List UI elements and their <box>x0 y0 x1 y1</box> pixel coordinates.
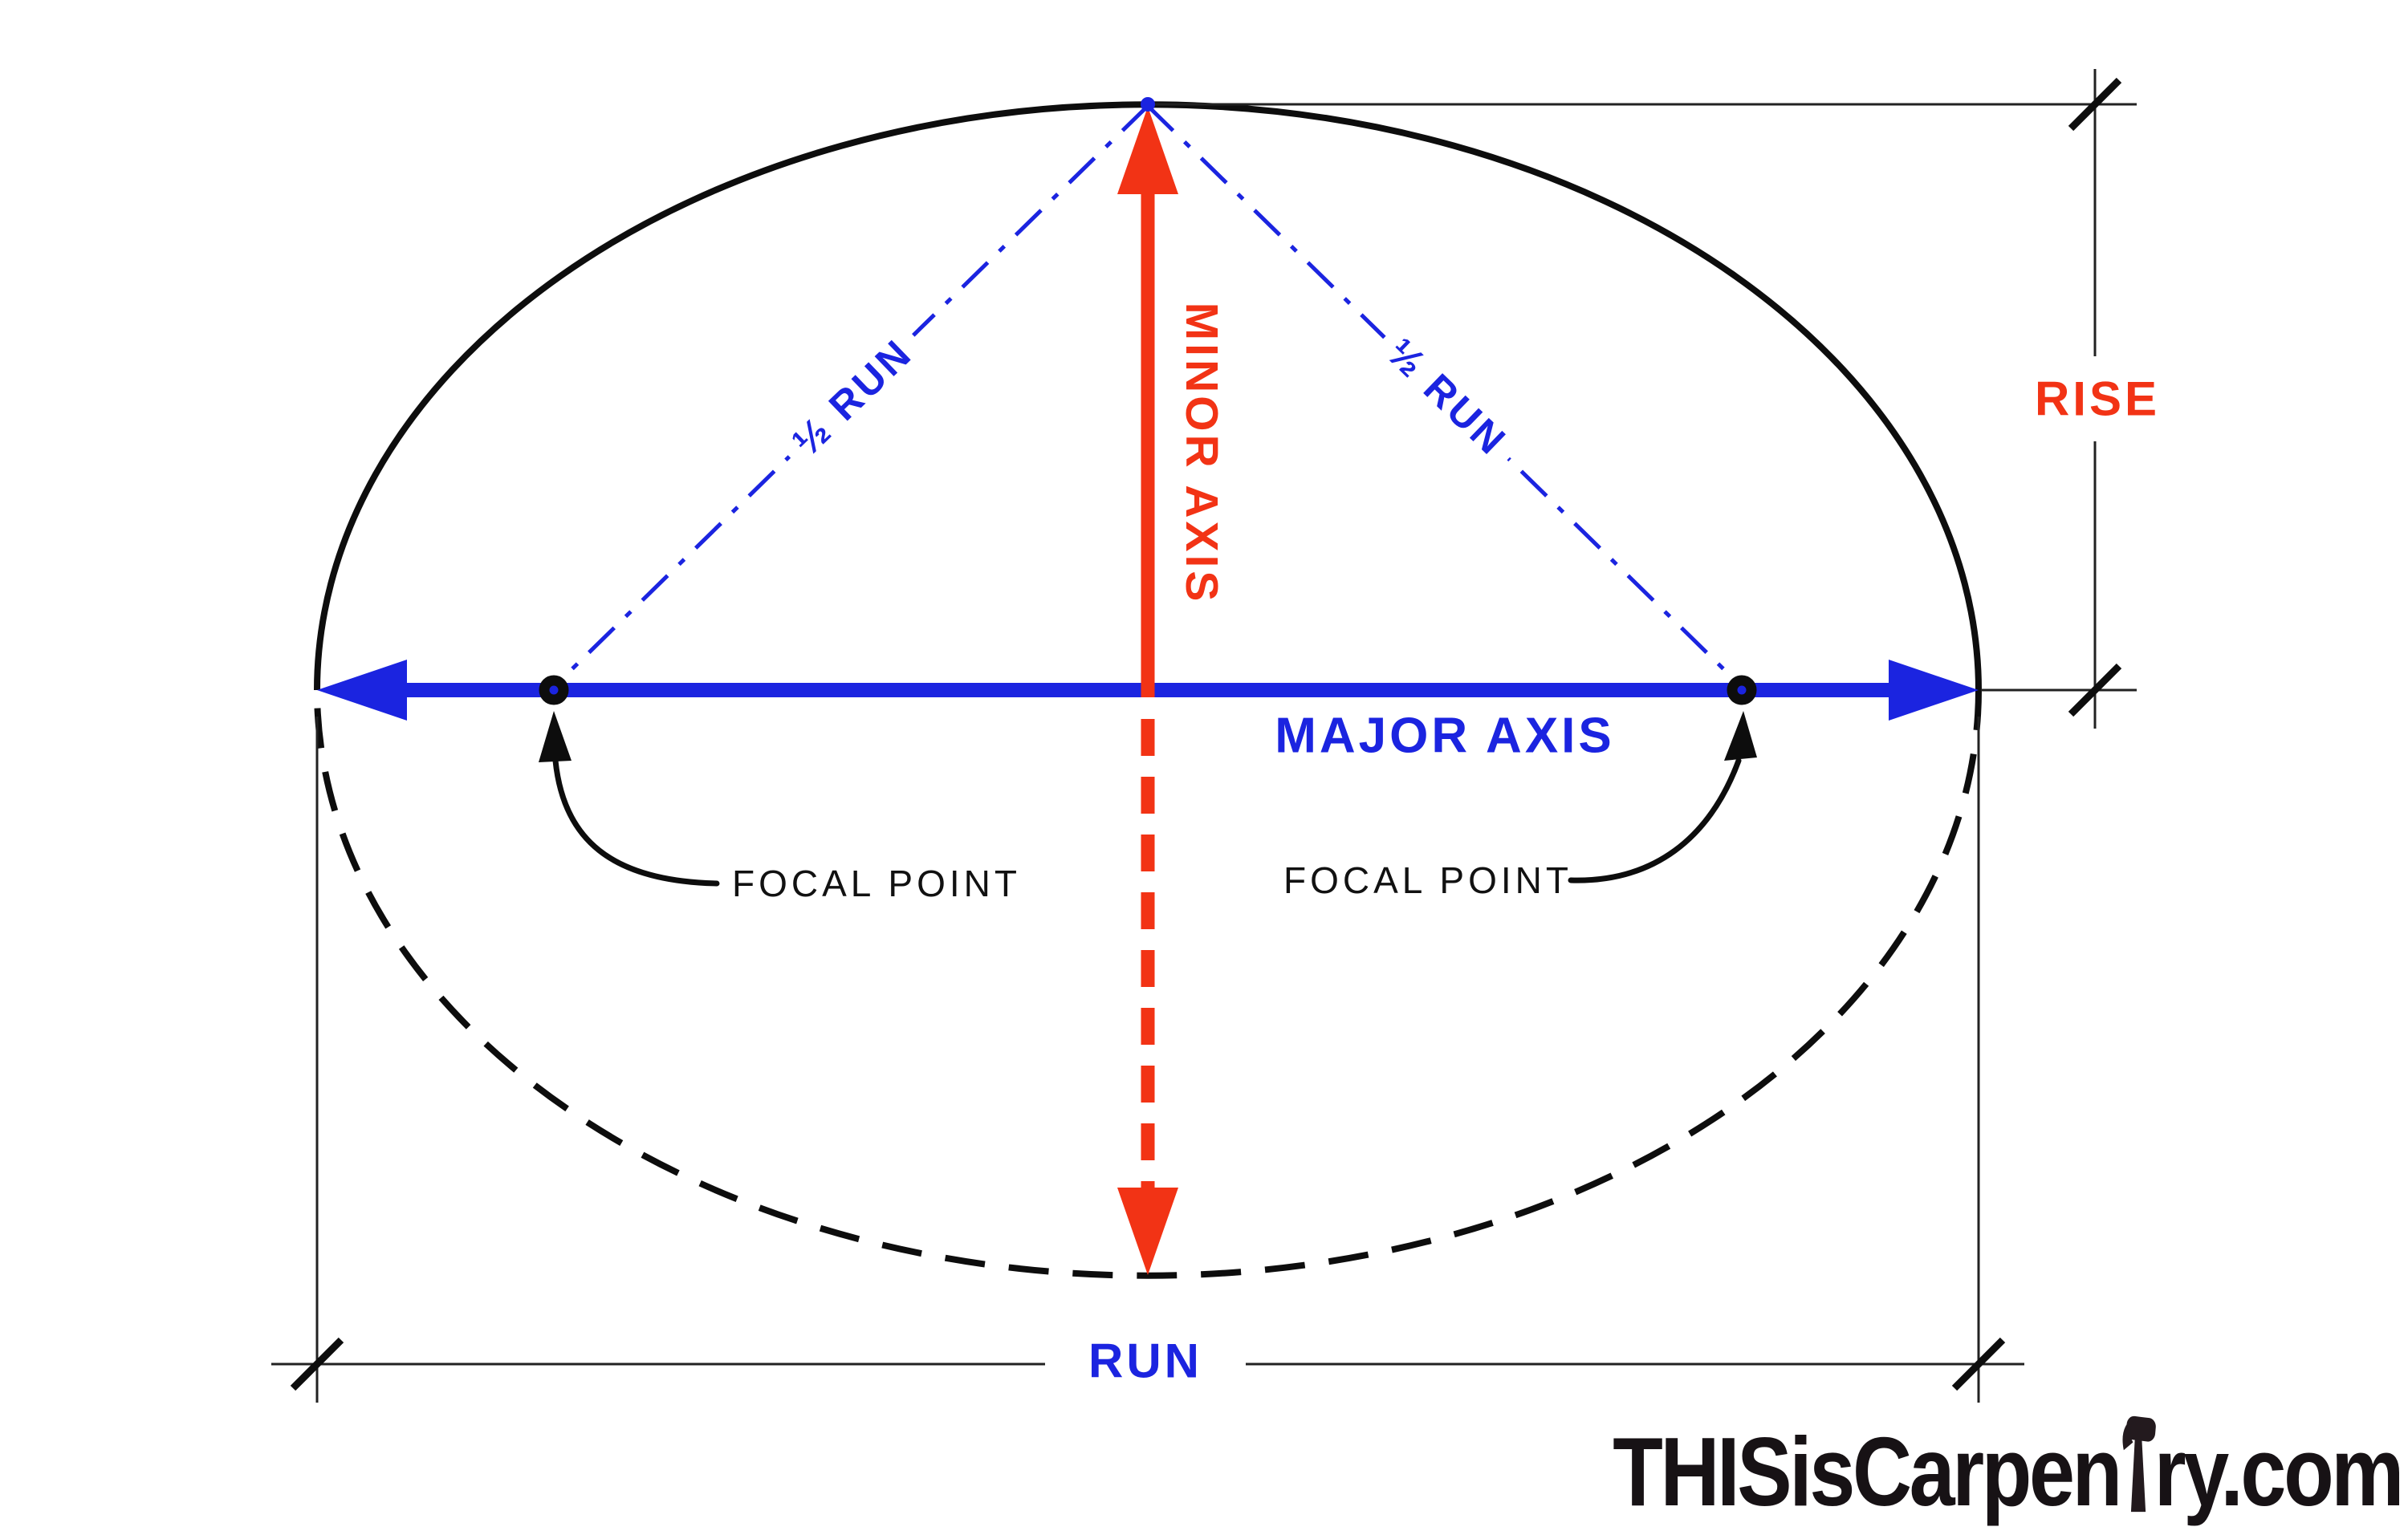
string-line-left <box>552 104 1149 688</box>
focal-point-right-leader-arrowhead <box>1724 711 1757 761</box>
rise-label: RISE <box>2029 371 2166 427</box>
run-tick-right <box>1951 1337 2006 1391</box>
focal-point-left-label: FOCAL POINT <box>732 863 1021 904</box>
major-axis-arrowhead-left <box>317 660 407 721</box>
rise-tick-bottom <box>2068 663 2122 717</box>
run-label: RUN <box>1080 1333 1210 1389</box>
string-line-right <box>1146 104 1743 688</box>
minor-axis-arrowhead-bottom <box>1117 1188 1178 1275</box>
focal-point-right-label: FOCAL POINT <box>1283 859 1572 901</box>
major-axis-arrowhead-right <box>1889 660 1979 721</box>
rise-tick-top <box>2068 77 2122 132</box>
run-tick-left <box>290 1337 344 1391</box>
minor-axis-label: MINOR AXIS <box>1176 302 1227 605</box>
major-axis-label: MAJOR AXIS <box>1275 708 1615 764</box>
minor-axis-arrowhead-top <box>1117 107 1178 194</box>
hammer-icon <box>2118 1414 2158 1515</box>
focal-point-right-leader <box>1568 757 1742 883</box>
focal-point-left-leader-arrowhead <box>539 711 571 762</box>
apex-point <box>1141 97 1155 112</box>
focal-point-left-marker <box>539 675 569 705</box>
ellipse-bottom-arc <box>314 689 1982 1279</box>
site-logo: THISisCarpen ry.com <box>1613 1414 2405 1528</box>
focal-point-right-marker <box>1727 675 1757 705</box>
logo-text-suffix: ry.com <box>2154 1417 2405 1526</box>
focal-point-left-leader <box>552 757 720 887</box>
logo-text-prefix: THISisCarpen <box>1613 1417 2122 1526</box>
